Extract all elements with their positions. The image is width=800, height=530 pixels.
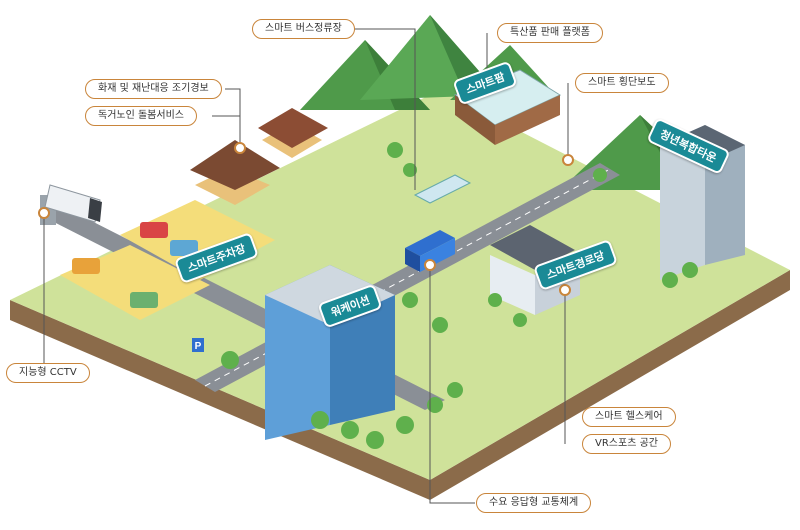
callout-vr-sports: VR스포츠 공간 <box>582 434 671 454</box>
bus-stop-shelter <box>413 174 472 204</box>
callout-crosswalk: 스마트 횡단보도 <box>575 73 669 93</box>
callout-fire-alert: 화재 및 재난대응 조기경보 <box>85 79 222 99</box>
callout-demand-transport: 수요 응답형 교통체계 <box>476 493 592 513</box>
callout-specialty-sales: 특산품 판매 플랫폼 <box>497 23 603 43</box>
blue-car <box>170 240 198 256</box>
orange-car <box>72 258 100 274</box>
parking-sign: P <box>192 338 204 352</box>
green-car <box>130 292 158 308</box>
location-pins <box>38 142 574 296</box>
callout-healthcare: 스마트 헬스케어 <box>582 407 676 427</box>
callout-cctv: 지능형 CCTV <box>6 363 90 383</box>
leader-lines <box>43 28 569 504</box>
callout-elderly-care: 독거노인 돌봄서비스 <box>85 106 197 126</box>
trees <box>221 142 698 449</box>
red-car <box>140 222 168 238</box>
callout-bus-stop: 스마트 버스정류장 <box>252 19 355 39</box>
houses <box>190 108 328 205</box>
svg-text:P: P <box>195 341 202 352</box>
